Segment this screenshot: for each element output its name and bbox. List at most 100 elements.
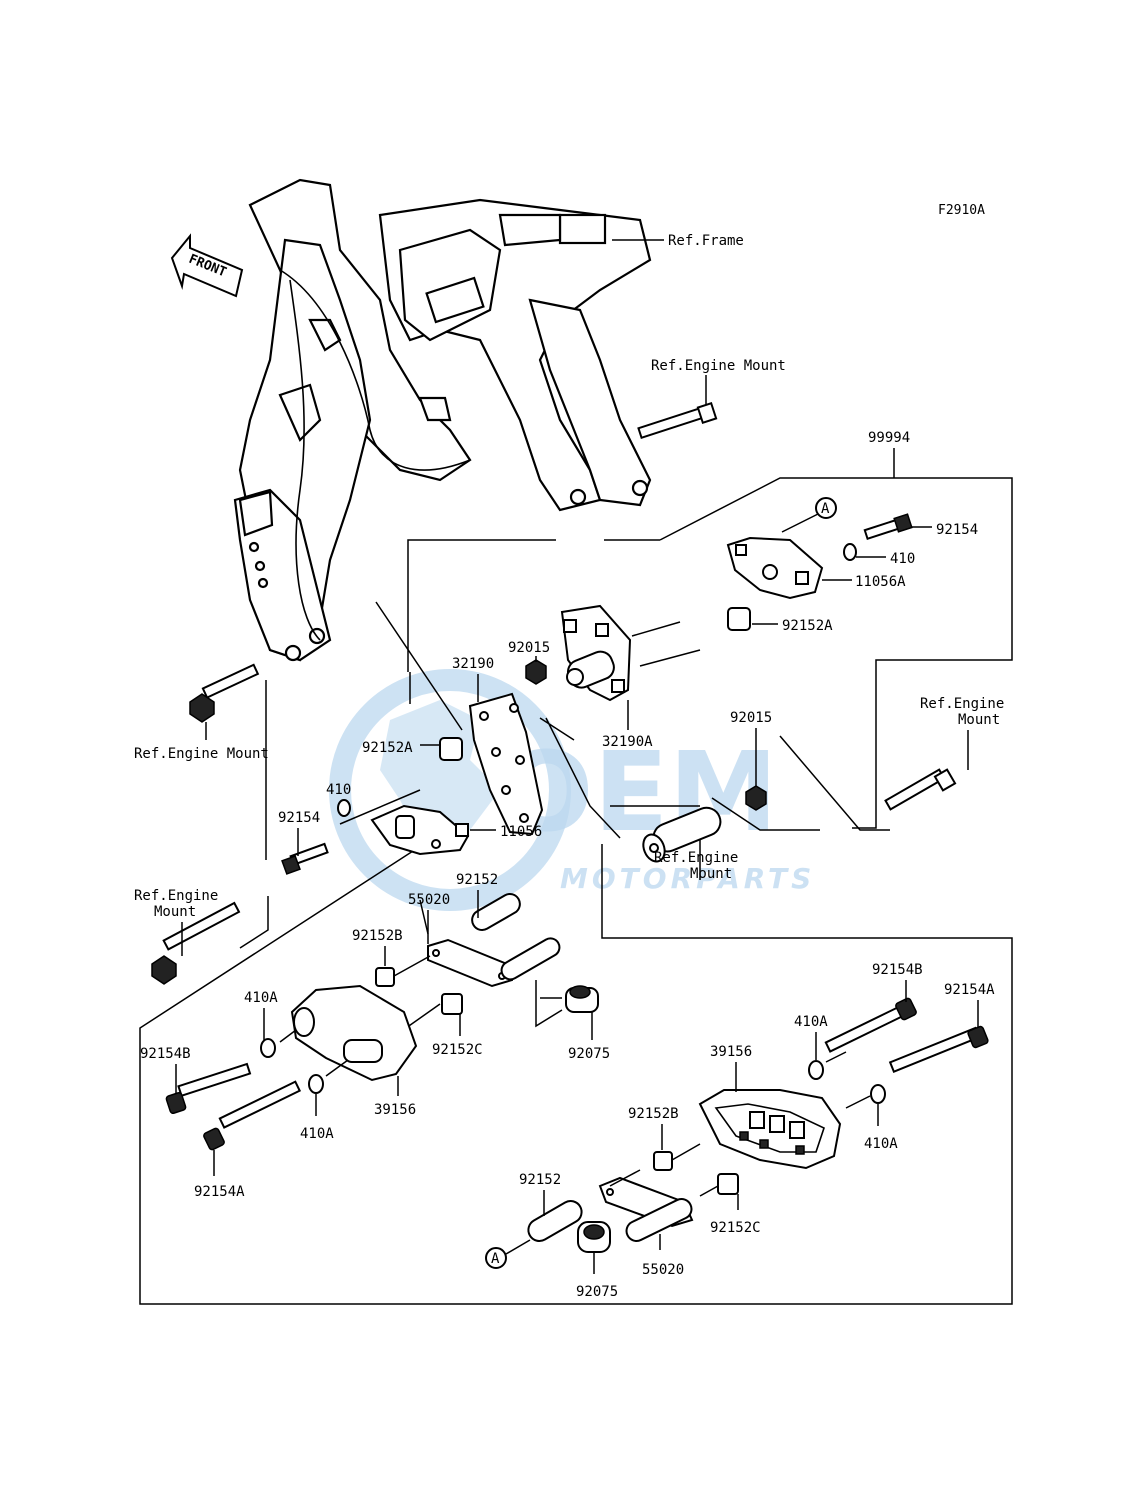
label-92152A-right: 92152A	[782, 618, 833, 634]
washer-410A-left-2	[308, 1074, 324, 1094]
washer-410-left	[337, 799, 351, 817]
front-arrow-icon: FRONT	[170, 233, 244, 298]
label-55020-left: 55020	[408, 892, 450, 908]
plate-55020-right	[598, 1176, 694, 1242]
axis-lines	[825, 1051, 871, 1109]
bolt-92154-right	[863, 513, 913, 541]
kit-outline-lower	[139, 839, 1013, 1305]
label-92152C-right: 92152C	[710, 1220, 761, 1236]
label-92152C-left: 92152C	[432, 1042, 483, 1058]
spacer-center	[642, 806, 722, 863]
bolt-ref-engine-right	[884, 768, 957, 811]
label-92152-left: 92152	[456, 872, 498, 888]
axis-lines	[609, 1169, 641, 1187]
collar-92152B-left	[375, 967, 395, 987]
label-92015-lower: 92015	[730, 710, 772, 726]
watermark-brand: OEM	[500, 728, 778, 856]
label-410A-right-1: 410A	[794, 1014, 828, 1030]
kit-outline	[407, 477, 1013, 829]
label-410A-left-2: 410A	[300, 1126, 334, 1142]
label-ref-frame: Ref.Frame	[668, 233, 744, 249]
label-92154A-right: 92154A	[944, 982, 995, 998]
label-39156-left: 39156	[374, 1102, 416, 1118]
bolt-92154B-left	[165, 1062, 252, 1115]
bolt-92154B-right	[824, 997, 917, 1053]
label-ref-engine-mount-2: Ref.Engine Mount	[134, 746, 269, 762]
collar-92152-left	[471, 893, 521, 931]
washer-410A-left-1	[260, 1038, 276, 1058]
label-ref-engine-mount-1: Ref.Engine Mount	[651, 358, 786, 374]
leader-line	[781, 513, 819, 533]
collar-92152-right	[527, 1200, 583, 1242]
label-92152B-left: 92152B	[352, 928, 403, 944]
cap-92075-left	[565, 985, 599, 1013]
label-410A-left-1: 410A	[244, 990, 278, 1006]
marker-a-top	[815, 497, 837, 519]
label-ref-engine-mount-3b: Mount	[690, 866, 732, 882]
diagram-code: F2910A	[938, 203, 985, 218]
marker-a-top-label: A	[821, 501, 830, 517]
frame-assembly	[233, 178, 652, 662]
collar-92152A-left	[439, 737, 463, 761]
label-92015-upper: 92015	[508, 640, 550, 656]
bolt-ref-engine-left-upper	[189, 663, 260, 723]
label-410A-right-2: 410A	[864, 1136, 898, 1152]
label-92154B-left: 92154B	[140, 1046, 191, 1062]
plate-55020-left	[427, 937, 561, 988]
label-92152B-right: 92152B	[628, 1106, 679, 1122]
label-ref-engine-mount-4b: Mount	[958, 712, 1000, 728]
watermark-sub: MOTORPARTS	[560, 862, 815, 895]
label-ref-engine-mount-3a: Ref.Engine	[654, 850, 738, 866]
bracket-11056A	[726, 536, 824, 600]
label-ref-engine-mount-5a: Ref.Engine	[134, 888, 218, 904]
slider-39156-left	[290, 984, 418, 1082]
washer-410A-right-2	[870, 1084, 886, 1104]
nut-92015-upper	[525, 659, 547, 685]
label-92152A-left: 92152A	[362, 740, 413, 756]
bolt-92154A-left	[203, 1080, 302, 1151]
axis-lines	[671, 1143, 701, 1161]
collar-92152B-right	[653, 1151, 673, 1171]
axis-lines	[393, 899, 563, 1029]
label-92075-right: 92075	[576, 1284, 618, 1300]
axis-lines	[699, 1185, 719, 1197]
label-92154B-right: 92154B	[872, 962, 923, 978]
label-92154-right: 92154	[936, 522, 978, 538]
axis-lines	[631, 621, 701, 667]
axis-lines	[539, 717, 820, 839]
label-ref-engine-mount-4a: Ref.Engine	[920, 696, 1004, 712]
collar-92152C-left	[441, 993, 463, 1015]
leader-line	[505, 1239, 531, 1255]
cap-92075-right	[577, 1221, 611, 1253]
label-92075-left: 92075	[568, 1046, 610, 1062]
label-92154-left: 92154	[278, 810, 320, 826]
label-99994: 99994	[868, 430, 910, 446]
watermark: OEM MOTORPARTS	[329, 669, 815, 911]
bracket-32190A	[560, 604, 632, 702]
marker-a-bottom	[485, 1247, 507, 1269]
label-11056A: 11056A	[855, 574, 906, 590]
bracket-11056	[370, 804, 470, 856]
axis-lines	[239, 680, 421, 949]
label-92154A-left: 92154A	[194, 1184, 245, 1200]
bolt-92154A-right	[888, 1025, 989, 1073]
axis-lines	[779, 735, 890, 831]
collar-92152A-right	[727, 607, 751, 631]
axis-lines	[375, 601, 463, 731]
label-32190A: 32190A	[602, 734, 653, 750]
collar-92152C-right	[717, 1173, 739, 1195]
label-92152-right: 92152	[519, 1172, 561, 1188]
label-32190: 32190	[452, 656, 494, 672]
label-11056: 11056	[500, 824, 542, 840]
label-55020-right: 55020	[642, 1262, 684, 1278]
washer-410-right	[843, 543, 857, 561]
label-410-left: 410	[326, 782, 351, 798]
label-ref-engine-mount-5b: Mount	[154, 904, 196, 920]
bracket-32190	[468, 692, 544, 836]
label-39156-right: 39156	[710, 1044, 752, 1060]
axis-lines	[279, 1029, 349, 1077]
bolt-ref-engine-top	[637, 401, 718, 440]
label-410-right: 410	[890, 551, 915, 567]
washer-410A-right-1	[808, 1060, 824, 1080]
